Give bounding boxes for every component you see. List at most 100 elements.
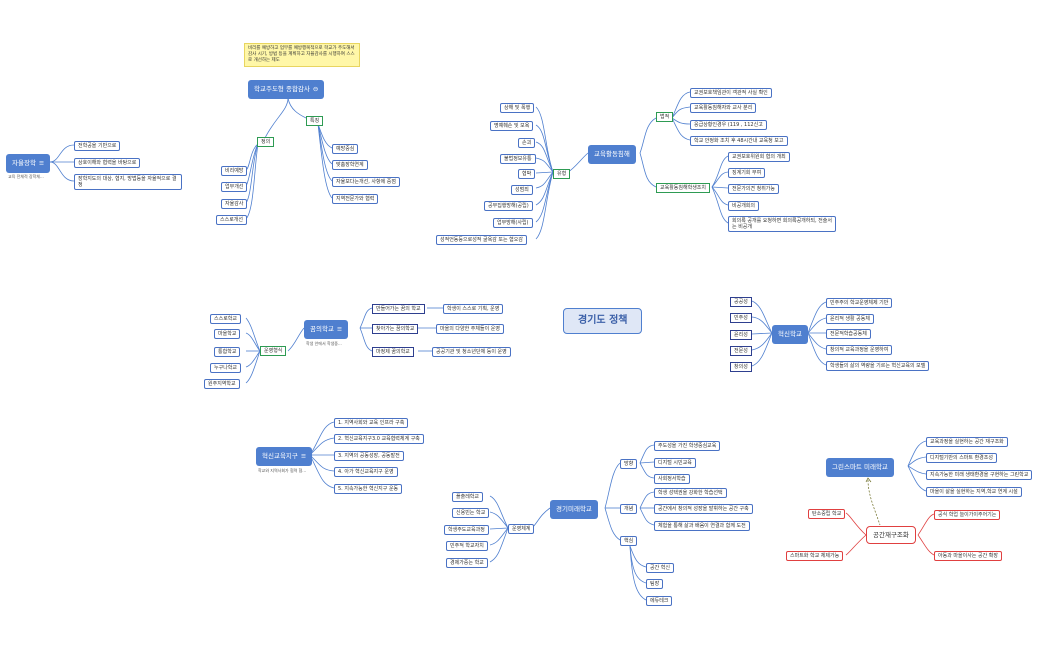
edu-admin-law-item[interactable]: 학교 안정화 조치 후 48시간내 교육청 보고: [690, 136, 788, 146]
district-item[interactable]: 3. 지역의 공동성장, 공동발전: [334, 451, 404, 461]
together-branch[interactable]: 만들어가는 꿈의 학교: [372, 304, 425, 314]
innovation-value[interactable]: 민주성: [730, 313, 752, 323]
autonomy-item[interactable]: 장학지도의 대상, 협지, 방법등을 자율적으로 결정: [74, 174, 182, 190]
edu-admin-type-item[interactable]: 협박: [518, 169, 536, 179]
audit-feat-item[interactable]: 지역전문가와 협력: [332, 194, 379, 204]
edu-admin-type-item[interactable]: 업무방해(사립): [493, 218, 533, 228]
audit-feature[interactable]: 특징: [306, 116, 324, 126]
together-branch-detail[interactable]: 학생이 스스로 기획, 운영: [443, 304, 504, 314]
edu-admin-type-item[interactable]: 명예훼손 및 모욕: [490, 121, 534, 131]
edu-admin-type-item[interactable]: 손괴: [518, 138, 536, 148]
district-main-topic[interactable]: 혁신교육지구≡: [256, 447, 313, 466]
innovation-value[interactable]: 윤리성: [730, 330, 752, 340]
collapse-icon[interactable]: ⊖: [312, 85, 319, 93]
together-type-item[interactable]: 원주지역학교: [204, 379, 240, 389]
future-direction-item[interactable]: 주도성을 가진 학생중심교육: [654, 441, 721, 451]
future-concept-item[interactable]: 학생 성택권을 강화한 학습선택: [654, 488, 727, 498]
future-operation[interactable]: 운영체계: [508, 524, 535, 534]
innovation-item[interactable]: 창의적 교육과정을 운영하여: [826, 345, 893, 355]
restructure-left-item[interactable]: 스마트화 학교 체제가능: [786, 551, 844, 561]
audit-def-item[interactable]: 자율감사: [221, 199, 248, 209]
restructure-left-item[interactable]: 탄소중립 학교: [808, 509, 846, 519]
future-op-item[interactable]: 경제가중는 학교: [446, 558, 488, 568]
restructure-right-item[interactable]: 아동과 마을이사는 공간 확장: [934, 551, 1002, 561]
greensmart-item[interactable]: 교육과정을 실현하는 공간 재구조화: [926, 437, 1008, 447]
innovation-value[interactable]: 공공성: [730, 297, 752, 307]
together-branch-detail[interactable]: 공공기관 및 청소년단체 등이 운영: [432, 347, 511, 357]
future-concept-item[interactable]: 공간에서 창의적 성장을 발휘하는 공간 구축: [654, 504, 753, 514]
edu-admin-law[interactable]: 법적: [656, 112, 674, 122]
edu-admin-type-item[interactable]: 성범죄: [511, 185, 533, 195]
edu-admin-type-item[interactable]: 공무집행방해(공립): [484, 201, 533, 211]
future-keypoint[interactable]: 핵심: [620, 536, 638, 546]
edu-admin-type[interactable]: 유형: [553, 169, 571, 179]
future-op-item[interactable]: 플출레학교: [452, 492, 484, 502]
together-type-item[interactable]: 스스로학교: [210, 314, 242, 324]
audit-def-item[interactable]: 스스로개선: [216, 215, 248, 225]
greensmart-item[interactable]: 마을이 삶을 실현하는 지역,학교 연계 시설: [926, 487, 1022, 497]
innovation-item[interactable]: 윤리적 생활 공동체: [826, 314, 874, 324]
audit-def-item[interactable]: 비리예방: [221, 166, 248, 176]
edu-admin-committee-item[interactable]: 비공개회의: [728, 201, 760, 211]
future-direction-item[interactable]: 사회정서학습: [654, 474, 690, 484]
together-main-topic[interactable]: 꿈의학교≡: [304, 320, 349, 339]
greensmart-main-topic[interactable]: 그린스마트 미래학교: [826, 458, 894, 477]
district-item[interactable]: 2. 혁신교육지구3.0 교육협력체계 구축: [334, 434, 424, 444]
edu-admin-committee-item[interactable]: 회의록 공개를 요청하면 회의록공개하되, 전술서는 비공개: [728, 216, 836, 232]
edu-admin-committee-item[interactable]: 교권보호위원회 협의 개최: [728, 152, 790, 162]
innovation-item[interactable]: 민주주의 학교운영체제 기반: [826, 298, 893, 308]
together-branch[interactable]: 찾아가는 꿈의학교: [372, 324, 419, 334]
district-item[interactable]: 4. 아가 혁신교육지구 운영: [334, 467, 398, 477]
together-branch[interactable]: 마정제 꿈의학교: [372, 347, 414, 357]
innovation-value[interactable]: 전문성: [730, 346, 752, 356]
edu-admin-committee[interactable]: 교육활동침해학생조치: [656, 183, 711, 193]
future-direction[interactable]: 방향: [620, 459, 638, 469]
future-op-item[interactable]: 신용빈는 학교: [452, 508, 490, 518]
future-concept-item[interactable]: 체험을 통해 삶과 배움이 연결과 함께 도전: [654, 521, 750, 531]
audit-feat-item[interactable]: 자율보다는개선, 사항에 중점: [332, 177, 400, 187]
together-note: 학생 안에서 학생중...: [306, 341, 342, 346]
together-type-item[interactable]: 마을학교: [214, 329, 241, 339]
future-op-item[interactable]: 민주적 학교자치: [446, 541, 488, 551]
together-type-item[interactable]: 통합학교: [214, 347, 241, 357]
audit-main-topic[interactable]: 학교주도형 종합감사⊖: [248, 80, 325, 99]
greensmart-item[interactable]: 디지털기반의 스마트 환경조성: [926, 453, 997, 463]
edu-admin-law-item[interactable]: 교권보호책임관이 객관적 사실 확인: [690, 88, 772, 98]
central-topic[interactable]: 경기도 정책: [563, 308, 643, 334]
future-direction-item[interactable]: 디지털 시민교육: [654, 458, 696, 468]
edu-admin-committee-item[interactable]: 전문가의견 청취가능: [728, 184, 779, 194]
audit-def-item[interactable]: 업무개선: [221, 182, 248, 192]
innovation-item[interactable]: 전문적학습공동체: [826, 329, 871, 339]
together-operation[interactable]: 운영형식: [260, 346, 287, 356]
audit-feat-item[interactable]: 예방중심: [332, 144, 359, 154]
future-keypoint-item[interactable]: 에듀테크: [646, 596, 673, 606]
together-type-item[interactable]: 누구나학교: [210, 363, 242, 373]
restructure-main-topic[interactable]: 공간재구조화: [866, 526, 916, 544]
innovation-item[interactable]: 학생들의 삶의 역량을 기르는 혁신교육의 모델: [826, 361, 930, 371]
audit-feat-item[interactable]: 맞춤장학연계: [332, 160, 368, 170]
future-main-topic[interactable]: 경기미래학교: [550, 500, 598, 519]
autonomy-item[interactable]: 상호이해와 협력을 바탕으로: [74, 158, 141, 168]
autonomy-item[interactable]: 전학공을 기반으로: [74, 141, 121, 151]
edu-admin-committee-item[interactable]: 징계기회 부여: [728, 168, 766, 178]
future-concept[interactable]: 개념: [620, 504, 638, 514]
together-branch-detail[interactable]: 마을의 다양한 주체들이 운영: [436, 324, 504, 334]
future-keypoint-item[interactable]: 팀장: [646, 579, 664, 589]
edu-admin-law-item[interactable]: 교육활동침해자와 교사 분리: [690, 103, 757, 113]
district-item[interactable]: 1. 지역사회와 교육 인프라 구축: [334, 418, 409, 428]
audit-tooltip: 비리를 예방하고 업무를 예방행복적으로 학교가 주도해서 감사 시기, 방법 …: [244, 43, 360, 67]
greensmart-item[interactable]: 지속가능한 미래 생태환경을 구현하는 그린학교: [926, 470, 1033, 480]
restructure-right-item[interactable]: 공식 학업 늘이가이주어기는: [934, 510, 1001, 520]
audit-definition[interactable]: 정의: [257, 137, 275, 147]
edu-admin-law-item[interactable]: 응급상황인경우 (119 , 112신고: [690, 120, 767, 130]
edu-admin-main-topic[interactable]: 교육활동침해: [588, 145, 636, 164]
innovation-main-topic[interactable]: 혁신학교: [772, 325, 808, 344]
edu-admin-type-item[interactable]: 불법정보유통: [500, 154, 536, 164]
district-item[interactable]: 5. 지속가능한 혁신지구 운동: [334, 484, 403, 494]
autonomy-main-topic[interactable]: 자율장학≡: [6, 154, 51, 173]
edu-admin-type-item[interactable]: 성적언동등으로성적 굴욕감 또는 혐오감: [436, 235, 527, 245]
future-keypoint-item[interactable]: 공간 혁신: [646, 563, 674, 573]
innovation-value[interactable]: 창의성: [730, 362, 752, 372]
future-op-item[interactable]: 학생주도교육과정: [444, 525, 489, 535]
edu-admin-type-item[interactable]: 상해 및 폭행: [500, 103, 535, 113]
